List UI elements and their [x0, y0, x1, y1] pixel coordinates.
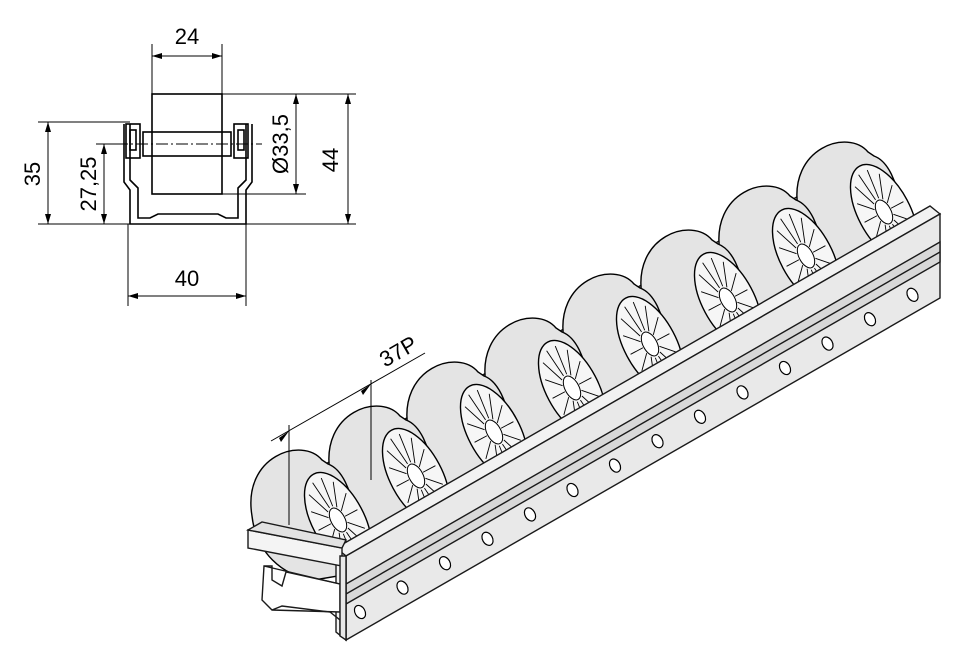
rail-hole — [906, 287, 919, 302]
dim-width-bottom: 40 — [175, 266, 199, 291]
rail-hole — [566, 482, 579, 498]
right-clip — [233, 123, 249, 159]
rail-hole — [396, 580, 409, 595]
left-clip — [125, 123, 141, 159]
rail-hole — [693, 409, 707, 424]
rail-hole — [608, 458, 622, 473]
rail-hole — [438, 556, 452, 571]
end-cap — [246, 521, 348, 642]
dim-width-top: 24 — [175, 24, 199, 49]
rail-hole — [481, 531, 494, 546]
dim-height-total: 44 — [318, 148, 343, 172]
dim-pitch: 37P — [375, 331, 421, 372]
rail-hole — [736, 385, 749, 400]
rail-hole-group — [353, 287, 919, 620]
dim-height-left: 35 — [20, 162, 45, 186]
dim-roller-diameter: Ø33,5 — [268, 114, 293, 174]
rail-hole — [353, 604, 367, 620]
isometric-view: 37P — [246, 141, 942, 642]
front-rail — [334, 205, 942, 642]
channel-profile — [129, 124, 247, 219]
rail-hole — [651, 434, 664, 449]
rail-hole — [821, 336, 834, 351]
dim-height-inner: 27,25 — [76, 156, 101, 211]
rail-hole — [863, 312, 877, 327]
rail-hole — [778, 360, 792, 376]
cross-section-view: 24 40 35 27,25 Ø33,5 44 — [20, 24, 356, 306]
rail-hole — [523, 507, 537, 522]
